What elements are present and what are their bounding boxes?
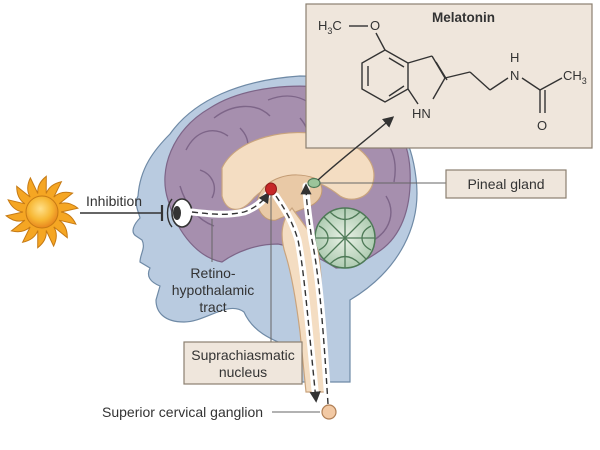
- ether-oxygen: O: [370, 18, 380, 33]
- pineal-label-box: [445, 169, 567, 199]
- melatonin-title: Melatonin: [432, 10, 495, 25]
- melatonin-panel: [305, 3, 593, 149]
- superior-cervical-ganglion: [321, 404, 337, 420]
- methoxy-bonds: [349, 25, 386, 51]
- retino-label-line3: tract: [199, 299, 226, 315]
- pineal-label: Pineal gland: [467, 176, 544, 192]
- scn-label-line1: Suprachiasmatic: [191, 347, 295, 363]
- retino-label-line2: hypothalamic: [172, 282, 255, 298]
- indole-nh: HN: [412, 106, 431, 121]
- sun-core: [25, 195, 59, 229]
- amide-h: H: [510, 50, 519, 65]
- suprachiasmatic-nucleus-dot: [265, 182, 277, 196]
- sun-icon: [5, 175, 79, 249]
- scn-label-box: [183, 341, 303, 385]
- indole-rings: [361, 49, 563, 113]
- h3c-label: H3C: [318, 18, 342, 36]
- carbonyl-oxygen: O: [537, 118, 547, 133]
- scg-label: Superior cervical ganglion: [102, 404, 263, 420]
- secretion-arrow: [317, 116, 395, 181]
- ch3-label: CH3: [563, 68, 587, 86]
- scn-label-line2: nucleus: [219, 364, 267, 380]
- amide-n: N: [510, 68, 519, 83]
- cerebellum: [314, 207, 376, 269]
- inhibition-label: Inhibition: [86, 193, 142, 209]
- retino-label-line1: Retino-: [190, 265, 235, 281]
